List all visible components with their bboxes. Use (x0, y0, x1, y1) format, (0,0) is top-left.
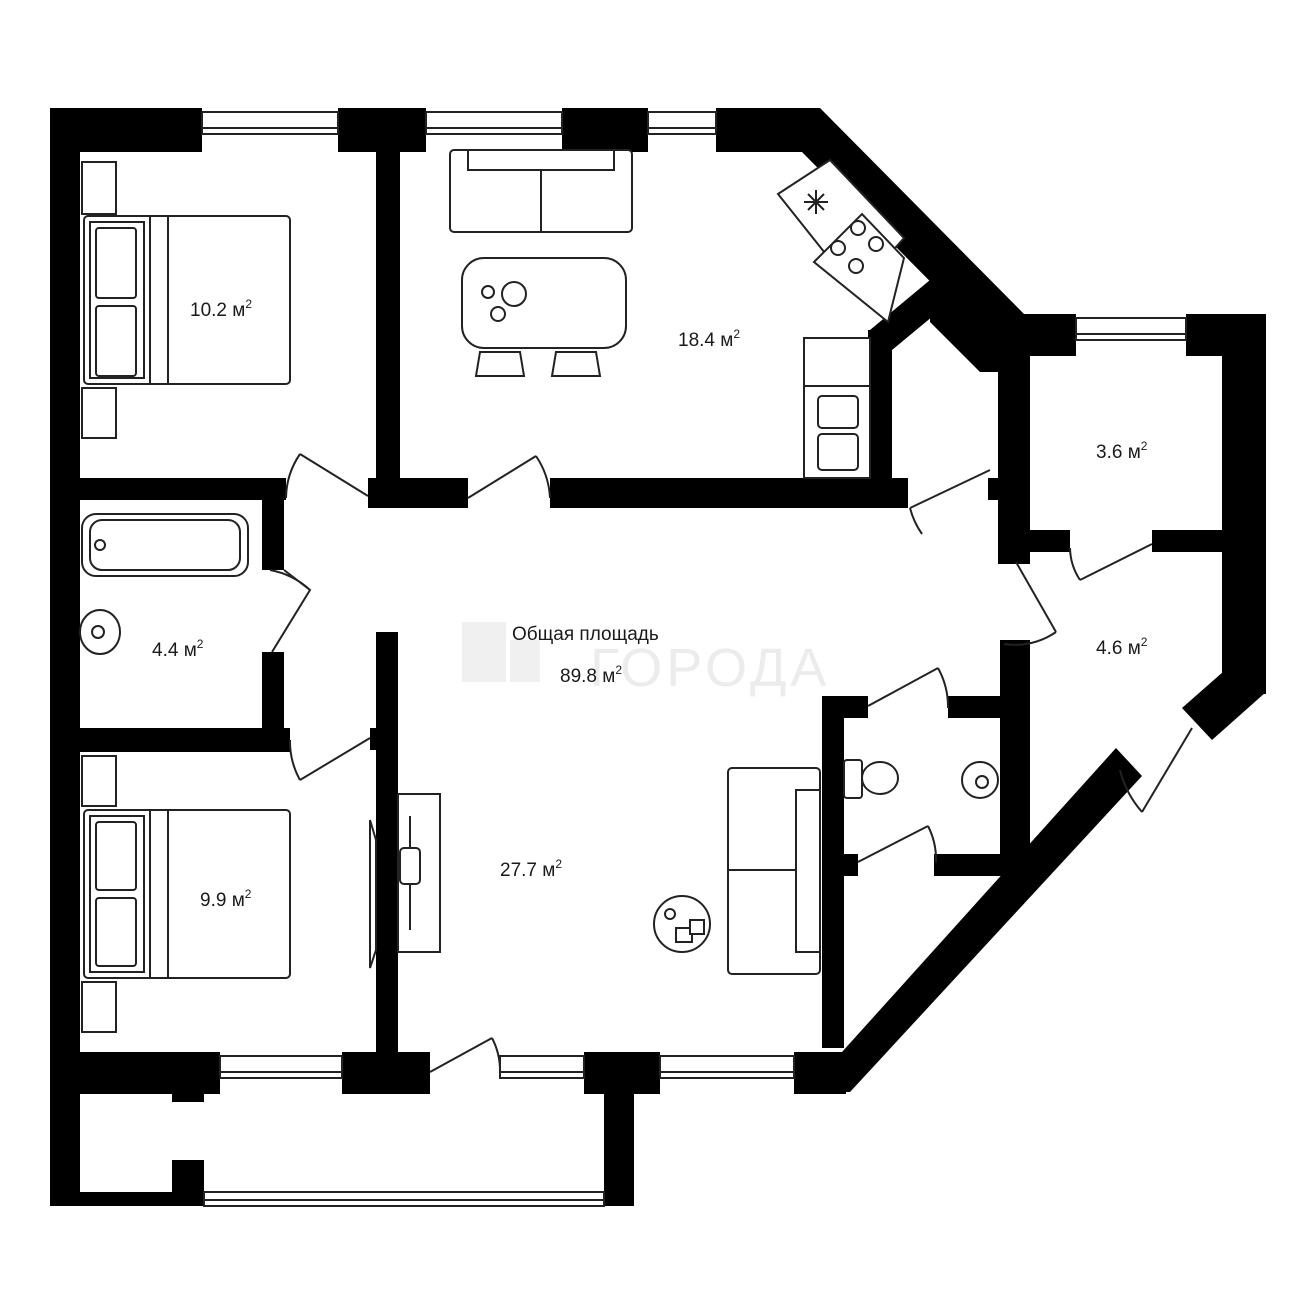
door-bedroom-bottom (288, 737, 371, 781)
door-closet-kitchen (909, 469, 991, 535)
sofa-kitchen (449, 149, 633, 233)
area-label-hall: 4.6 м2 (1096, 635, 1148, 659)
watermark-text: ГОРОДА (590, 638, 830, 698)
window-living-2 (659, 1055, 795, 1079)
sofa-living (727, 767, 821, 975)
door-balcony (429, 1037, 502, 1073)
kitchen-sink-unit (803, 337, 871, 479)
window-bedroom-bottom (219, 1055, 343, 1079)
nightstand-top-2 (81, 387, 117, 439)
snowflake-icon (804, 190, 828, 214)
door-bathroom (269, 569, 312, 653)
window-kitchen-1 (425, 111, 563, 135)
window-balcony (203, 1191, 605, 1207)
wc-sink (961, 761, 999, 799)
dining-table (461, 257, 627, 377)
bathtub (81, 513, 249, 577)
nightstand-bottom-1 (81, 755, 117, 807)
toilet (843, 759, 899, 799)
coffee-table (653, 895, 711, 953)
door-bath2 (857, 825, 938, 863)
windows (201, 111, 1187, 1207)
bathroom-sink (79, 609, 121, 655)
door-hall (1003, 561, 1057, 646)
bed-top (83, 215, 291, 385)
area-label-bedroom-bottom: 9.9 м2 (200, 887, 252, 911)
bed-bottom (83, 809, 291, 979)
area-label-bathroom: 4.4 м2 (152, 637, 204, 661)
area-label-storage: 3.6 м2 (1096, 439, 1148, 463)
nightstand-top-1 (81, 161, 117, 215)
door-bedroom-top (285, 453, 369, 499)
total-area-label: Общая площадь (512, 624, 659, 645)
door-wc (867, 667, 950, 709)
wardrobe-mirror (369, 819, 377, 969)
watermark-logo: ГОРОДА (462, 622, 830, 698)
area-label-bedroom-top: 10.2 м2 (190, 297, 252, 321)
door-right-exit (1119, 727, 1193, 813)
window-storage (1075, 317, 1187, 341)
total-area-value: 89.8 м2 (560, 663, 622, 687)
nightstand-bottom-2 (81, 981, 117, 1033)
area-label-kitchen: 18.4 м2 (678, 327, 740, 351)
door-storage (1069, 543, 1153, 581)
area-label-living: 27.7 м2 (500, 857, 562, 881)
window-kitchen-2 (647, 111, 717, 135)
door-kitchen (467, 455, 551, 499)
doors (269, 453, 1193, 1073)
window-living-1 (499, 1055, 585, 1079)
tv-stand (397, 793, 441, 953)
window-bedroom-top (201, 111, 339, 135)
kitchen-counter (776, 158, 906, 324)
walls (50, 108, 1266, 1206)
